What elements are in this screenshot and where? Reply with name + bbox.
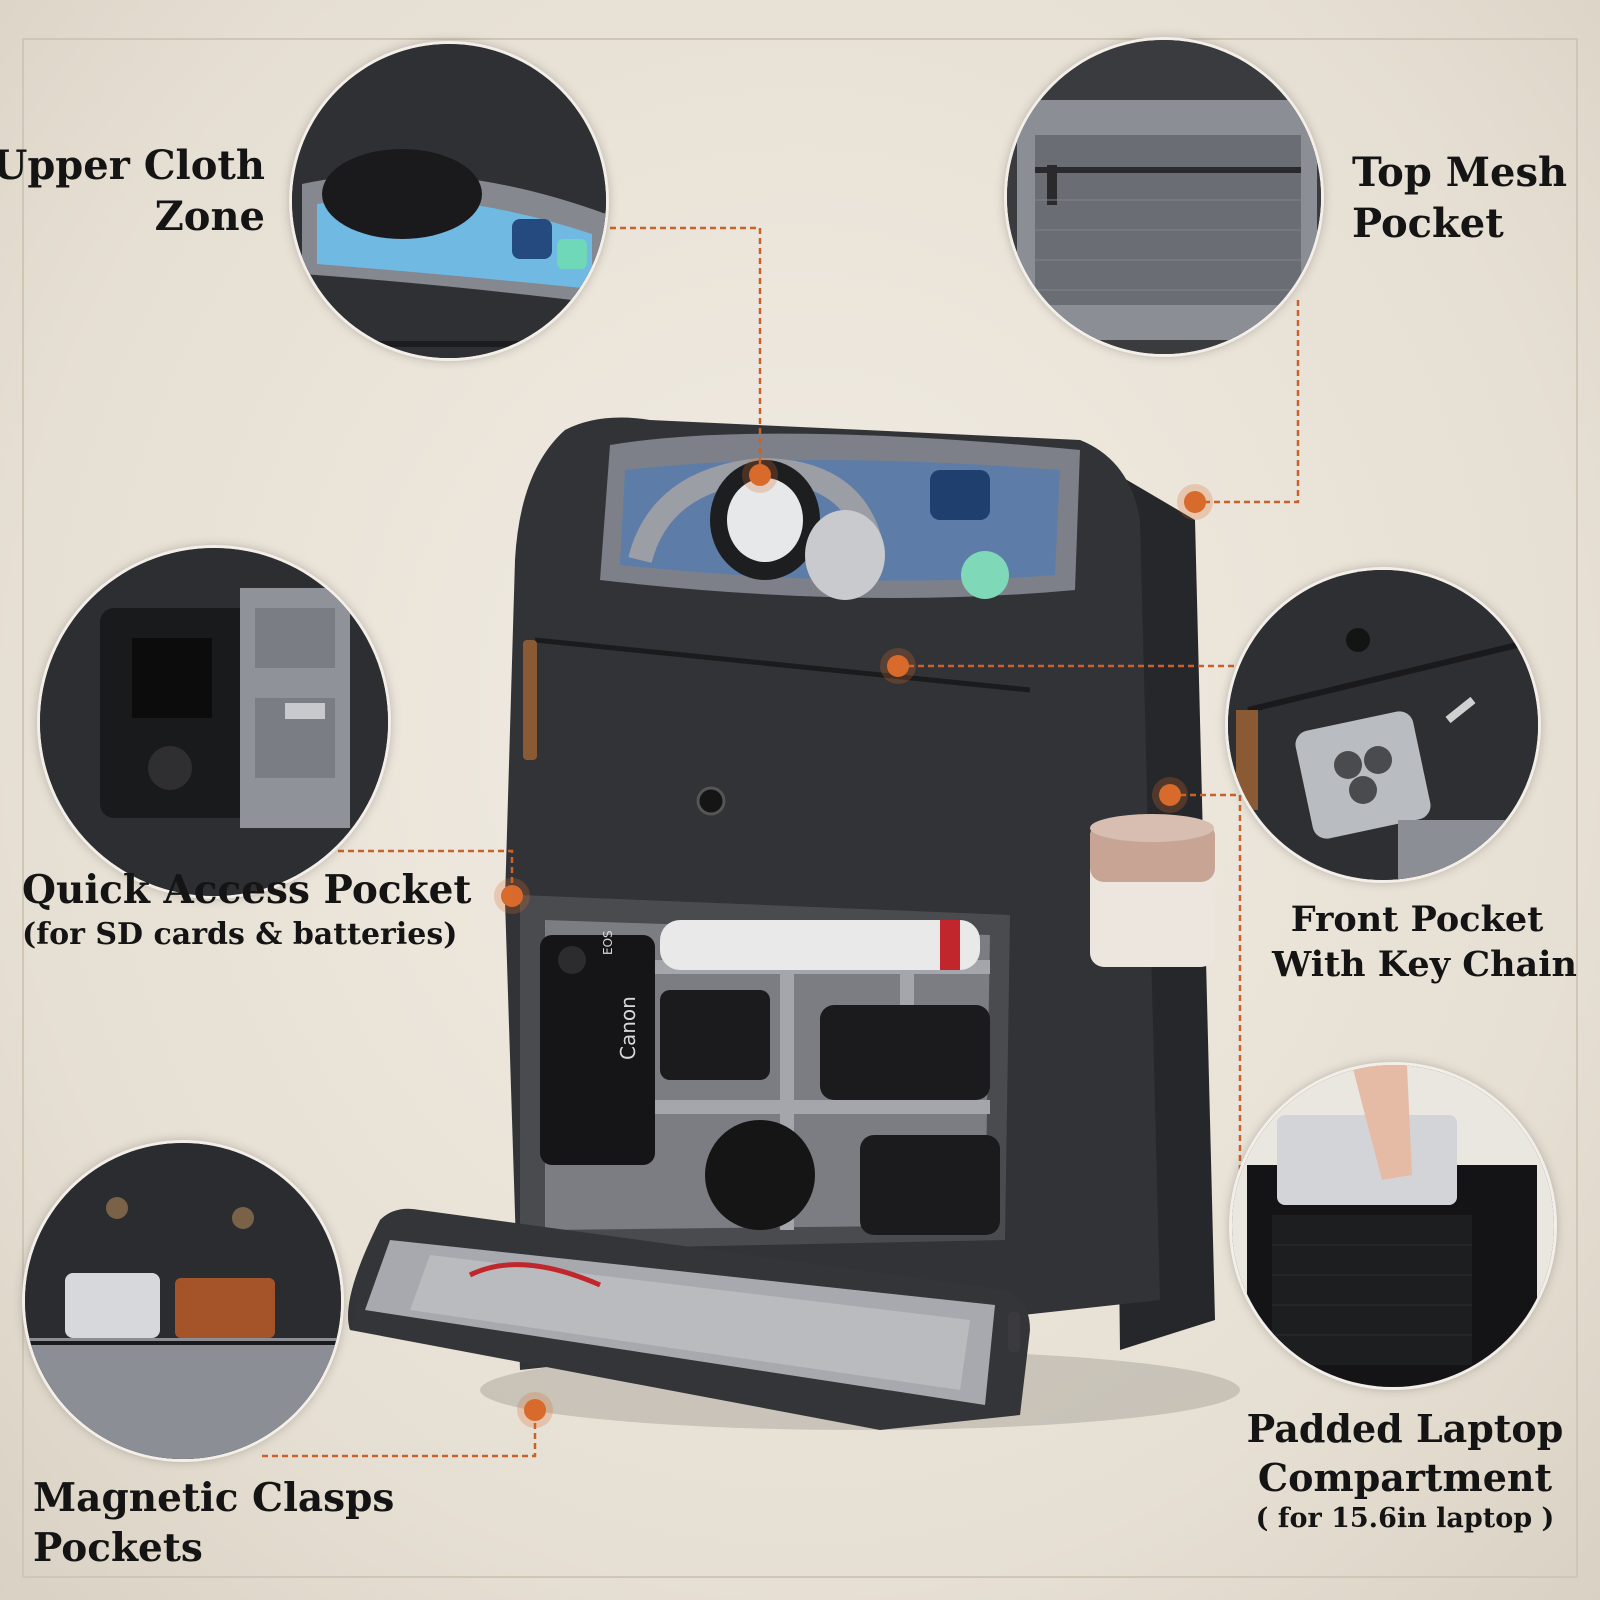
camera-model-text: EOS — [601, 930, 615, 955]
callout-quick-access: Quick Access Pocket (for SD cards & batt… — [22, 866, 471, 954]
callout-front-pocket: Front Pocket With Key Chain — [1272, 898, 1577, 988]
callout-magnetic: Magnetic Clasps Pockets — [33, 1474, 394, 1574]
leader-upper-cloth — [600, 226, 762, 475]
leader-dot-icon — [1159, 784, 1181, 806]
callout-laptop-line2: Compartment — [1257, 1454, 1553, 1500]
callout-top-mesh-line2: Pocket — [1352, 200, 1504, 248]
callout-top-mesh-line1: Top Mesh — [1352, 149, 1568, 196]
callout-upper-cloth-line2: Zone — [154, 193, 265, 241]
leader-dot-icon — [1184, 491, 1206, 513]
decorative-frame — [22, 38, 1578, 1578]
callout-upper-cloth: Upper Cloth Zone — [0, 140, 265, 242]
front-zipper — [534, 637, 1031, 693]
callout-laptop-line3: ( for 15.6in laptop ) — [1255, 1503, 1555, 1535]
callout-magnetic-line2: Pockets — [33, 1524, 203, 1571]
leader-laptop — [1170, 793, 1272, 1192]
magnetic-snap-icon — [696, 786, 726, 816]
callout-quick-access-line1: Quick Access Pocket — [22, 867, 472, 913]
detail-front-pocket — [1228, 570, 1538, 880]
leader-dot-icon — [749, 464, 771, 486]
zipper-pull-icon — [1008, 1312, 1020, 1352]
detail-magnetic-clasps — [25, 1143, 341, 1459]
lens — [660, 920, 980, 970]
callout-upper-cloth-line1: Upper Cloth — [0, 142, 265, 189]
lens — [860, 1135, 1000, 1235]
leader-quick-access — [268, 849, 514, 896]
lens — [820, 1005, 990, 1100]
leader-dot-icon — [887, 655, 909, 677]
detail-quick-access — [40, 548, 388, 896]
leader-magnetic — [262, 1410, 537, 1458]
callout-front-pocket-line1: Front Pocket — [1290, 899, 1544, 940]
detail-laptop — [1232, 1065, 1554, 1387]
camera-brand-text: Canon — [616, 996, 640, 1060]
zipper-pull-icon — [523, 640, 537, 760]
detail-top-mesh — [1007, 40, 1321, 354]
callout-magnetic-line1: Magnetic Clasps — [33, 1475, 395, 1521]
leader-dot-icon — [501, 885, 523, 907]
callout-quick-access-line2: (for SD cards & batteries) — [22, 916, 458, 952]
leader-dot-icon — [524, 1399, 546, 1421]
lens-cap — [705, 1120, 815, 1230]
callout-top-mesh: Top Mesh Pocket — [1352, 147, 1567, 249]
detail-upper-cloth — [292, 44, 606, 358]
callout-laptop: Padded Laptop Compartment ( for 15.6in l… — [1245, 1405, 1565, 1537]
camera-body — [540, 935, 655, 1165]
callout-laptop-line1: Padded Laptop — [1246, 1406, 1564, 1451]
callout-front-pocket-line2: With Key Chain — [1272, 943, 1577, 985]
lens — [660, 990, 770, 1080]
leader-top-mesh — [1195, 300, 1300, 504]
